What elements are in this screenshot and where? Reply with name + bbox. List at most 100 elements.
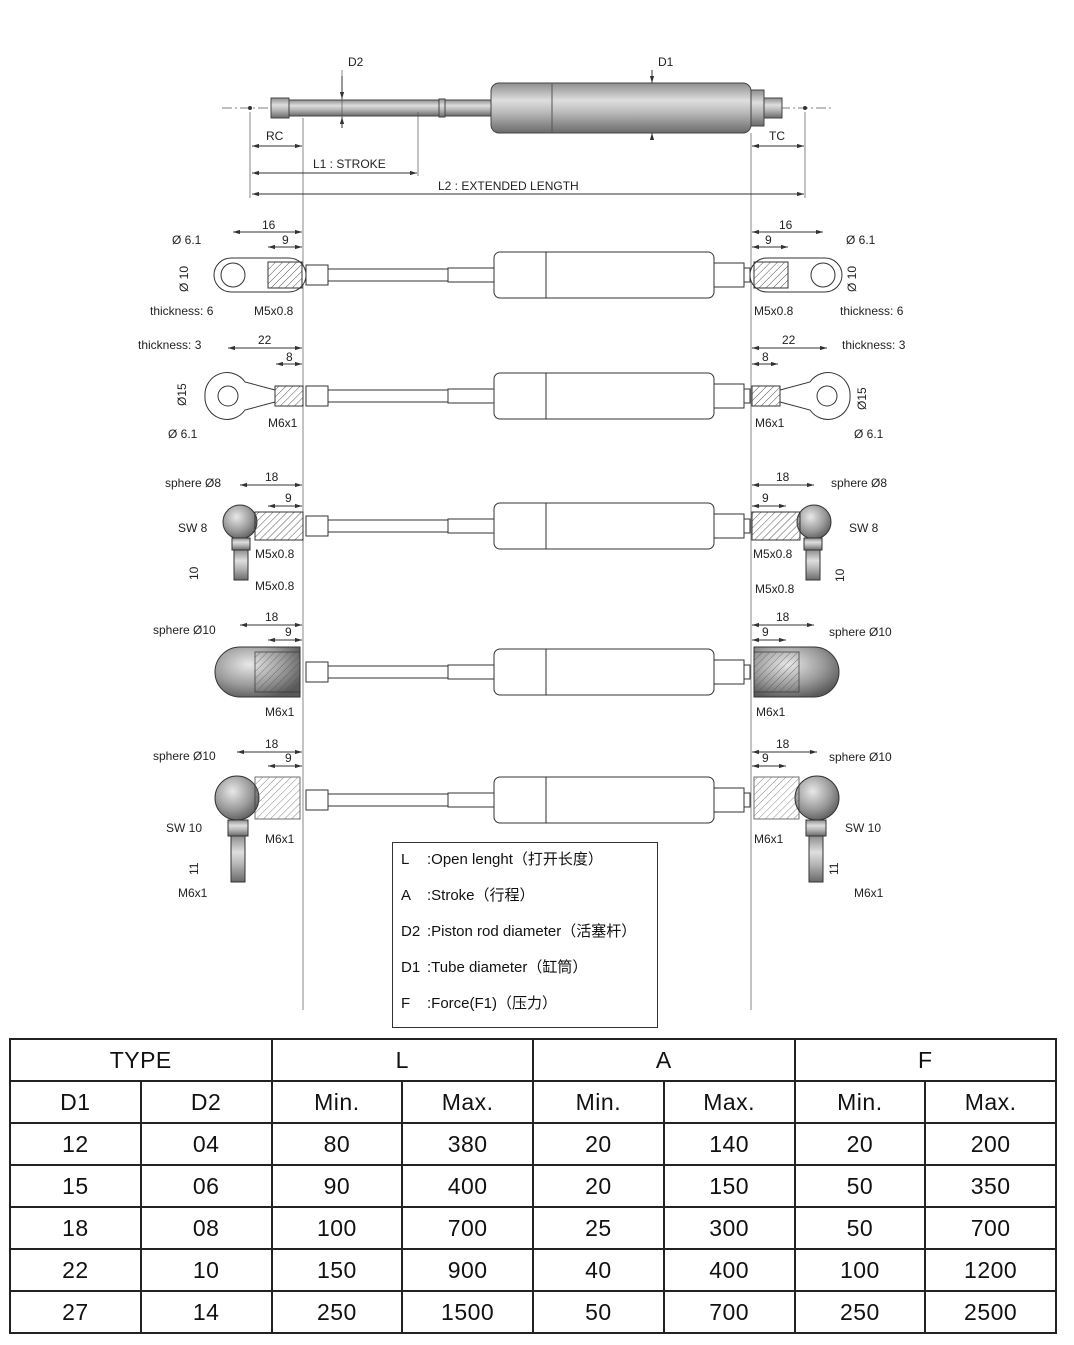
legend-text: :Stroke（行程） [427,887,535,904]
table-cell: 300 [662,1206,796,1250]
r2-8-left: 8 [286,350,293,364]
table-cell: 08 [139,1206,273,1250]
table-cell: 2500 [924,1290,1057,1334]
r5-thread-left: M6x1 [265,832,295,846]
r5-sphere-right: sphere Ø10 [829,750,892,764]
header-a: A [532,1038,796,1082]
r1-phi61-right: Ø 6.1 [846,233,876,247]
table-cell: 12 [9,1122,142,1166]
table-cell: 250 [793,1290,927,1334]
table-cell: 380 [401,1122,534,1166]
r5-18-right: 18 [776,737,790,751]
r1-phi10-right: Ø 10 [845,266,859,292]
rc-label: RC [266,129,284,143]
r4-thread-right: M6x1 [756,705,786,719]
l2-extended-length-label: L2 : EXTENDED LENGTH [438,179,579,193]
spec-table: TYPE L A F D1 D2 Min. Max. Min. Max. Min… [9,1038,1057,1334]
sub-header: Max. [662,1080,796,1124]
table-cell: 04 [139,1122,273,1166]
table-cell: 140 [662,1122,796,1166]
r3-stud-right: M5x0.8 [755,582,795,596]
header-l: L [270,1038,534,1082]
l1-stroke-label: L1 : STROKE [313,157,386,171]
table-cell: 06 [139,1164,273,1208]
legend-item-l: L :Open lenght（打开长度） [401,849,649,885]
legend-text: :Force(F1)（压力） [427,995,558,1012]
r5-9-left: 9 [285,751,292,765]
r1-9-left: 9 [282,233,289,247]
table-cell: 900 [401,1248,534,1292]
sub-header: Min. [532,1080,665,1124]
r5-11-left: 11 [187,862,201,875]
r2-thread-right: M6x1 [755,416,785,430]
sub-header: Max. [401,1080,534,1124]
r4-sphere-right: sphere Ø10 [829,625,892,639]
r2-phi61-left: Ø 6.1 [168,427,198,441]
r4-9-right: 9 [762,625,769,639]
table-cell: 80 [270,1122,404,1166]
table-sub-header-row: D1 D2 Min. Max. Min. Max. Min. Max. [9,1080,1057,1124]
table-cell: 40 [532,1248,665,1292]
r4-18-left: 18 [265,610,279,624]
d1-label: D1 [658,55,674,69]
table-cell: 1200 [924,1248,1057,1292]
legend-item-f: F:Force(F1)（压力） [401,993,649,1029]
table-cell: 20 [532,1122,665,1166]
r3-10-right: 10 [833,568,847,582]
legend-key: D1 [401,959,421,976]
legend-key: A [401,887,412,904]
r2-phi61-right: Ø 6.1 [854,427,884,441]
r5-stud-left: M6x1 [178,886,208,900]
r2-8-right: 8 [762,350,769,364]
table-cell: 22 [9,1248,142,1292]
variant-row-5-ball-joint: sphere Ø10 18 9 SW 10 M6x1 11 M6x1 18 9 … [153,737,892,900]
r5-18-left: 18 [265,737,279,751]
r3-sw-right: SW 8 [849,521,879,535]
r1-thickness-left: thickness: 6 [150,304,214,318]
legend-key: D2 [401,923,421,940]
table-cell: 250 [270,1290,404,1334]
r5-stud-right: M6x1 [854,886,884,900]
r3-10-left: 10 [187,566,201,580]
r3-sw-left: SW 8 [178,521,208,535]
r2-22-right: 22 [782,333,796,347]
table-cell: 200 [924,1122,1057,1166]
r3-9-right: 9 [762,491,769,505]
r1-9-right: 9 [765,233,772,247]
header-f: F [793,1038,1057,1082]
r3-18-right: 18 [776,470,790,484]
legend-text: :Tube diameter（缸筒） [427,959,588,976]
legend-item-d2: D2:Piston rod diameter（活塞杆） [401,921,649,957]
gas-spring-drawing: D2 D1 RC TC L1 : STROKE L2 : EXTENDED LE… [138,55,906,1010]
top-dimensions: D2 D1 RC TC L1 : STROKE L2 : EXTENDED LE… [249,55,806,1010]
table-cell: 50 [793,1206,927,1250]
sub-header: Max. [924,1080,1057,1124]
table-cell: 14 [139,1290,273,1334]
sub-header: D1 [9,1080,142,1124]
variant-row-4-ball-socket: sphere Ø10 18 9 M6x1 18 9 sphere Ø10 M6x… [153,610,892,719]
r4-thread-left: M6x1 [265,705,295,719]
r2-thickness-right: thickness: 3 [842,338,906,352]
table-cell: 18 [9,1206,142,1250]
table-cell: 15 [9,1164,142,1208]
table-cell: 50 [532,1290,665,1334]
legend-text: :Open lenght（打开长度） [427,851,603,868]
table-cell: 700 [401,1206,534,1250]
r3-sphere-right: sphere Ø8 [831,476,887,490]
d2-label: D2 [348,55,364,69]
r3-stud-left: M5x0.8 [255,579,295,593]
table-cell: 700 [924,1206,1057,1250]
r5-sw-left: SW 10 [166,821,202,835]
legend-item-a: A :Stroke（行程） [401,885,649,921]
table-cell: 1500 [401,1290,534,1334]
r2-22-left: 22 [258,333,272,347]
table-cell: 20 [532,1164,665,1208]
table-cell: 700 [662,1290,796,1334]
table-cell: 100 [793,1248,927,1292]
legend-key: L [401,851,410,868]
table-cell: 150 [270,1248,404,1292]
r1-thickness-right: thickness: 6 [840,304,904,318]
